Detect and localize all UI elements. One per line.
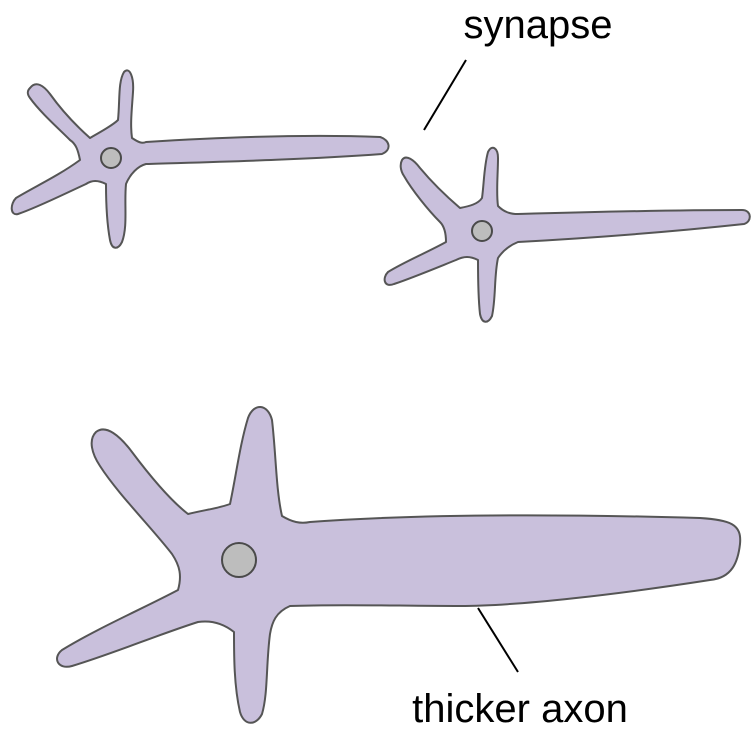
thicker-axon-label: thicker axon — [412, 687, 628, 731]
neuron-top-right — [385, 148, 750, 322]
thicker-axon-leader-line — [478, 608, 518, 672]
neuron-bottom — [57, 407, 740, 723]
synapse-label: synapse — [464, 3, 613, 47]
synapse-leader-line — [424, 60, 466, 130]
neuron-bottom-nucleus — [222, 543, 256, 577]
neuron-top-right-body — [385, 148, 750, 322]
neuron-top-left — [12, 70, 389, 247]
neuron-top-left-body — [12, 70, 389, 247]
neuron-bottom-body — [57, 407, 740, 723]
neuron-top-right-nucleus — [472, 221, 492, 241]
neuron-top-left-nucleus — [101, 148, 121, 168]
